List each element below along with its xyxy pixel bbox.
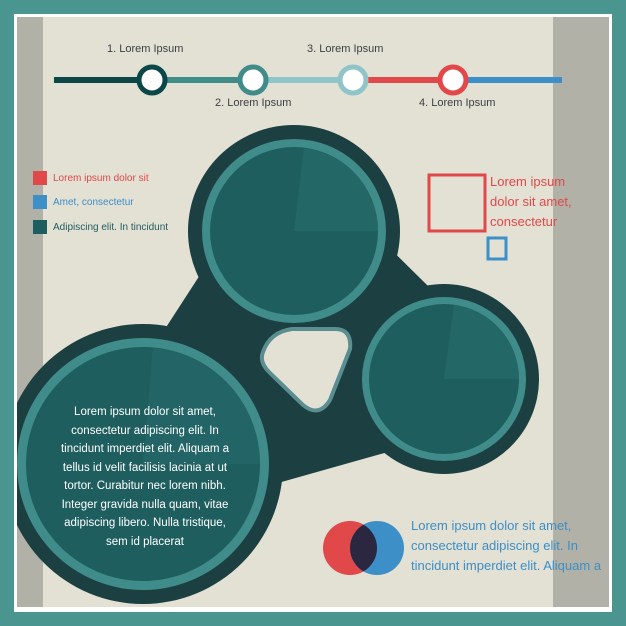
main-circle-text: Lorem ipsum dolor sit amet, consectetur … (60, 406, 230, 548)
top-circle (202, 139, 386, 323)
timeline-node-4 (437, 64, 469, 96)
legend-item-3: Adipiscing elit. In tincidunt (33, 220, 168, 234)
timeline-step-1-label: 1. Lorem Ipsum (107, 43, 184, 55)
callout-text: Lorem ipsum dolor sit amet, consectetur (490, 174, 572, 229)
footer-text: Lorem ipsum dolor sit amet, consectetur … (411, 518, 602, 573)
timeline-step-2-label: 2. Lorem Ipsum (215, 97, 292, 109)
legend-label-3: Adipiscing elit. In tincidunt (53, 221, 169, 233)
right-circle (362, 297, 526, 461)
callout-square-blue (486, 236, 508, 261)
legend-swatch-blue (33, 195, 47, 209)
timeline-node-1 (136, 64, 168, 96)
infographic-art (17, 64, 562, 604)
callout-square-red (427, 173, 487, 233)
main-circle (17, 338, 269, 590)
legend-swatch-teal (33, 220, 47, 234)
legend-item-1: Lorem ipsum dolor sit (33, 171, 149, 185)
legend-label-1: Lorem ipsum dolor sit (53, 172, 149, 184)
timeline-node-3 (337, 64, 369, 96)
legend-item-2: Amet, consectetur (33, 195, 134, 209)
timeline-node-2 (237, 64, 269, 96)
legend-swatch-red (33, 171, 47, 185)
timeline-step-3-label: 3. Lorem Ipsum (307, 43, 384, 55)
venn-diagram (323, 521, 404, 575)
infographic-panel: 1. Lorem Ipsum 2. Lorem Ipsum 3. Lorem I… (17, 17, 609, 607)
timeline-step-4-label: 4. Lorem Ipsum (419, 97, 496, 109)
right-side-bar (553, 17, 609, 607)
legend-label-2: Amet, consectetur (53, 196, 134, 208)
